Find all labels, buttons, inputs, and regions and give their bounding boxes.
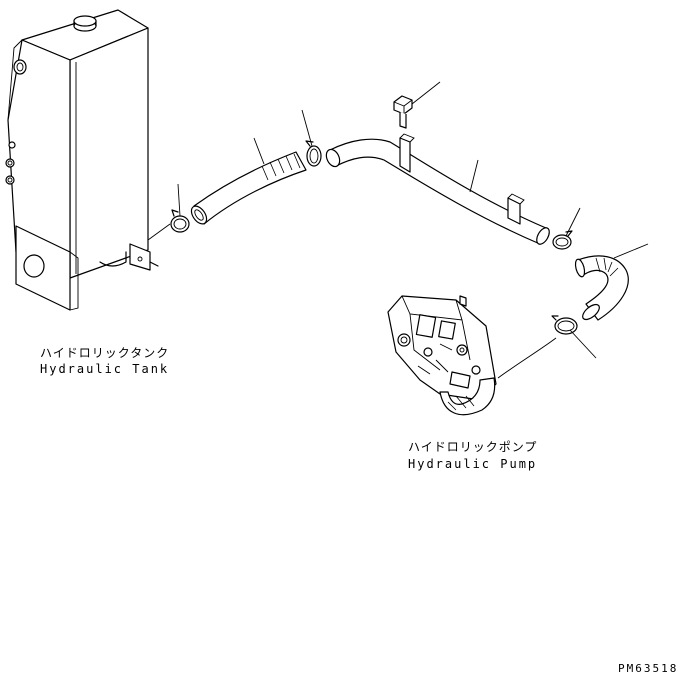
hydraulic-tank [5,9,159,311]
hose-clamp-3 [552,230,573,250]
pump-label-en: Hydraulic Pump [408,457,538,471]
mounting-bolt [393,95,413,129]
tank-label-jp: ハイドロリックタンク [40,346,170,360]
hose-clamp-2 [305,140,322,167]
drawing-code: PM63518 [618,662,679,675]
hose-clamp-1 [170,209,190,233]
pump-label-jp: ハイドロリックポンプ [408,440,538,454]
leader-lines [147,81,649,379]
hose-clamp-4 [551,315,578,335]
steel-pipe [325,133,550,245]
tank-label-en: Hydraulic Tank [40,362,170,376]
hose-2 [574,255,629,321]
hydraulic-pump [387,295,497,416]
hose-1 [190,151,307,225]
